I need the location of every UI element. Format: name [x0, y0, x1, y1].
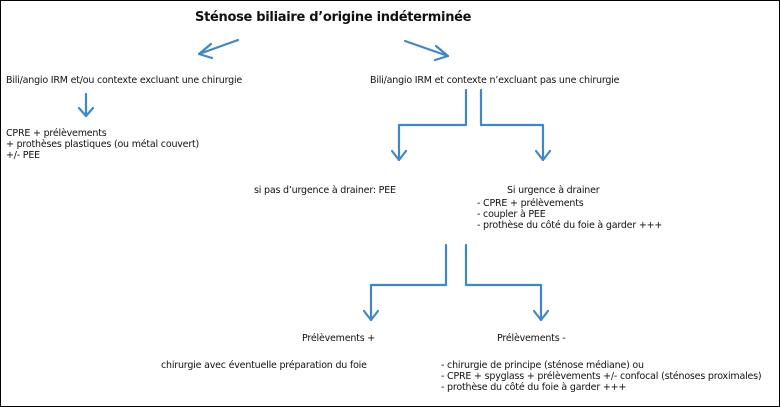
positive-result-action: chirurgie avec éventuelle préparation du… [161, 360, 367, 371]
arrow-results-split [362, 243, 550, 322]
negative-action-line: - prothèse du côté du foie à garder +++ [441, 382, 627, 393]
left-outcome-line: +/- PEE [6, 150, 40, 161]
negative-result-label: Prélèvements - [497, 333, 566, 344]
left-branch-label: Bili/angio IRM et/ou contexte excluant u… [6, 75, 243, 86]
urgency-label: Si urgence à drainer [507, 185, 600, 196]
left-outcome-line: + prothèses plastiques (ou métal couvert… [6, 139, 200, 150]
left-outcome: CPRE + prélèvements + prothèses plastiqu… [6, 128, 199, 161]
urgency-action-line: - coupler à PEE [477, 209, 546, 220]
arrow-title-to-left [197, 38, 240, 60]
positive-result-label: Prélèvements + [302, 333, 376, 344]
urgency-action-line: - prothèse du côté du foie à garder +++ [477, 220, 663, 231]
diagram-title: Sténose biliaire d’origine indéterminée [195, 10, 472, 25]
no-urgency-label: si pas d’urgence à drainer: PEE [254, 185, 396, 196]
urgency-actions: - CPRE + prélèvements - coupler à PEE - … [477, 198, 662, 231]
negative-action-line: - chirurgie de principe (sténose médiane… [441, 360, 644, 371]
urgency-action-line: - CPRE + prélèvements [477, 198, 584, 209]
negative-action-line: - CPRE + spyglass + prélèvements +/- con… [441, 371, 762, 382]
arrow-right-split [390, 88, 552, 162]
left-outcome-line: CPRE + prélèvements [6, 128, 107, 139]
right-branch-label: Bili/angio IRM et contexte n’excluant pa… [370, 75, 620, 86]
negative-result-actions: - chirurgie de principe (sténose médiane… [441, 360, 762, 393]
arrow-title-to-right [403, 39, 450, 62]
arrow-left-to-cpre [77, 92, 95, 118]
